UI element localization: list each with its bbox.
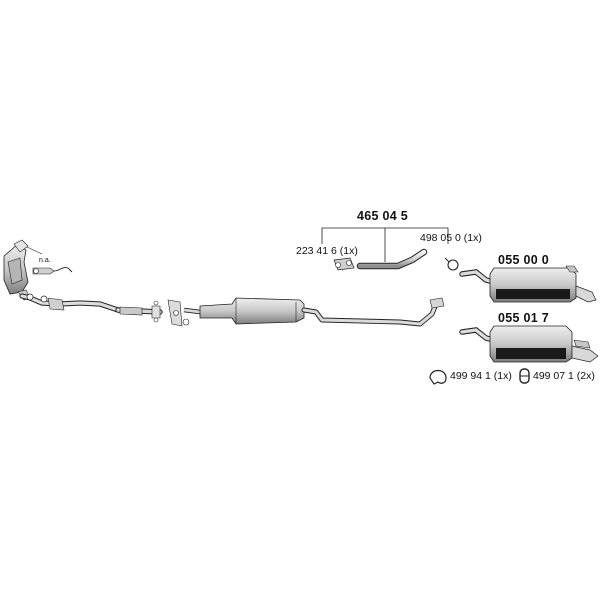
note-na: n.a. [39, 257, 51, 264]
part-label-499071: 499 07 1 (2x) [533, 370, 595, 382]
assembly-465045-bracket [321, 227, 449, 262]
part-label-498050: 498 05 0 (1x) [420, 232, 482, 244]
rear-silencer-055017 [459, 325, 599, 363]
clip-498050 [444, 257, 459, 271]
front-pipe [19, 293, 121, 313]
clamp-499941-icon [429, 369, 447, 385]
part-label-055017: 055 01 7 [498, 311, 550, 325]
assembly-number-465045: 465 04 5 [357, 209, 409, 223]
part-label-223416: 223 41 6 (1x) [296, 245, 358, 257]
catalytic-converter [3, 239, 31, 301]
middle-pipe-front [115, 300, 163, 323]
central-silencer [199, 297, 305, 325]
connecting-pipe-465045 [356, 248, 428, 270]
rear-pipe [301, 297, 445, 327]
lambda-sensor [26, 246, 73, 275]
part-label-055000: 055 00 0 [498, 253, 550, 267]
rear-silencer-055000 [459, 265, 597, 303]
hanger-499071-icon [519, 368, 530, 384]
part-label-499941: 499 94 1 (1x) [450, 370, 512, 382]
clamp-223416 [333, 257, 355, 271]
flange-joint [167, 299, 201, 327]
